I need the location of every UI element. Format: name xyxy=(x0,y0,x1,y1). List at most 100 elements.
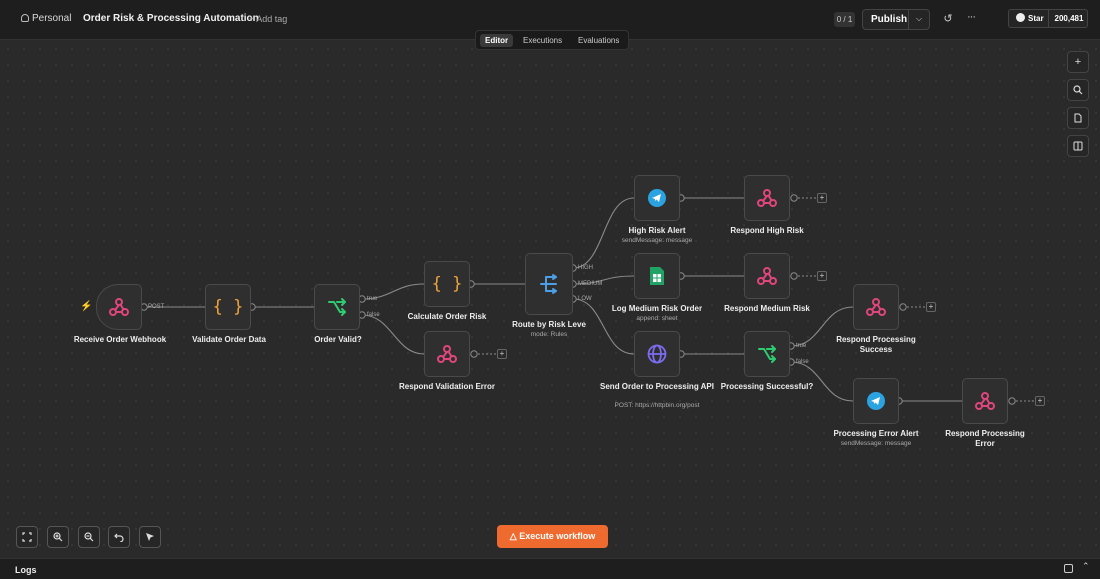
node-label: Processing Error Alert xyxy=(833,429,919,438)
execute-workflow-button[interactable]: △ Execute workflow xyxy=(497,525,608,548)
undo-icon xyxy=(114,533,124,543)
node-respond-medium-risk[interactable] xyxy=(744,253,790,299)
chevron-down-icon[interactable]: ⌵ xyxy=(916,14,923,23)
node-receive-order-webhook[interactable] xyxy=(96,284,142,330)
toggle-panel-button[interactable] xyxy=(1067,135,1089,157)
active-counter-badge: 0 / 1 xyxy=(834,12,855,27)
node-subtitle: append: sheet xyxy=(636,315,678,322)
port-label-false: false xyxy=(367,312,380,318)
node-label: High Risk Alert xyxy=(628,226,686,235)
tab-evaluations[interactable]: Evaluations xyxy=(578,36,620,45)
webhook-icon xyxy=(109,298,129,316)
if-branch-icon xyxy=(758,345,776,363)
node-label: Respond Medium Risk xyxy=(724,304,810,313)
undo-button[interactable] xyxy=(108,526,130,548)
node-send-order-api[interactable] xyxy=(634,331,680,377)
port-label-post: POST xyxy=(148,304,165,310)
chevron-up-icon[interactable]: ⌃ xyxy=(1082,561,1090,571)
cursor-icon xyxy=(146,533,154,541)
webhook-icon xyxy=(975,392,995,410)
node-respond-high-risk[interactable] xyxy=(744,175,790,221)
search-icon xyxy=(1073,85,1083,95)
add-next-node-button[interactable]: + xyxy=(817,271,827,281)
node-label: Calculate Order Risk xyxy=(407,312,487,321)
flask-icon: △ xyxy=(509,531,520,541)
node-label: Respond High Risk xyxy=(730,226,804,235)
add-tag-button[interactable]: + Add tag xyxy=(249,14,288,24)
webhook-icon xyxy=(757,189,777,207)
github-star-count: 200,481 xyxy=(1054,14,1084,23)
if-branch-icon xyxy=(328,298,346,316)
zoom-in-button[interactable] xyxy=(47,526,69,548)
webhook-icon xyxy=(437,345,457,363)
trigger-bolt-icon: ⚡ xyxy=(80,301,93,312)
mode-tabs: Editor Executions Evaluations xyxy=(475,30,629,50)
webhook-icon xyxy=(757,267,777,285)
workflow-title[interactable]: Order Risk & Processing Automation xyxy=(83,13,259,24)
node-calculate-order-risk[interactable]: { } xyxy=(424,261,470,307)
node-label: Route by Risk Leve xyxy=(512,320,586,329)
node-processing-successful[interactable] xyxy=(744,331,790,377)
node-log-medium-risk-order[interactable] xyxy=(634,253,680,299)
node-respond-validation-error[interactable] xyxy=(424,331,470,377)
note-icon xyxy=(1074,113,1082,123)
node-respond-processing-success[interactable] xyxy=(853,284,899,330)
zoom-out-button[interactable] xyxy=(78,526,100,548)
add-next-node-button[interactable]: + xyxy=(926,302,936,312)
node-subtitle: POST: https://httpbin.org/post xyxy=(614,402,700,409)
node-label: Validate Order Data xyxy=(192,335,266,344)
node-label: Receive Order Webhook xyxy=(73,335,167,344)
add-next-node-button[interactable]: + xyxy=(1035,396,1045,406)
node-subtitle: sendMessage: message xyxy=(621,237,693,244)
code-braces-icon: { } xyxy=(431,274,463,294)
fit-view-button[interactable] xyxy=(16,526,38,548)
search-nodes-button[interactable] xyxy=(1067,79,1089,101)
publish-button[interactable]: Publish ⌵ xyxy=(862,9,930,30)
panel-toggle-icon[interactable] xyxy=(1064,564,1073,573)
node-high-risk-alert[interactable] xyxy=(634,175,680,221)
github-icon xyxy=(1016,13,1025,22)
node-subtitle: mode: Rules xyxy=(530,331,568,338)
google-sheets-icon xyxy=(650,267,664,285)
node-route-by-risk[interactable] xyxy=(525,253,573,315)
history-icon[interactable]: ↺ xyxy=(943,13,953,25)
tab-executions[interactable]: Executions xyxy=(523,36,563,45)
node-label: Respond Processing Success xyxy=(836,335,916,354)
breadcrumb-workspace[interactable]: Personal xyxy=(21,13,71,24)
github-star-button[interactable]: Star 200,481 xyxy=(1008,9,1088,28)
fit-view-icon xyxy=(22,532,32,542)
telegram-icon xyxy=(648,189,666,207)
more-options-icon[interactable]: ··· xyxy=(967,11,976,23)
port-label-true: true xyxy=(796,343,807,349)
node-label: Respond Processing Error xyxy=(945,429,1025,448)
sticky-note-button[interactable] xyxy=(1067,107,1089,129)
select-mode-button[interactable] xyxy=(139,526,161,548)
node-label: Processing Successful? xyxy=(720,382,814,391)
node-processing-error-alert[interactable] xyxy=(853,378,899,424)
node-respond-processing-error[interactable] xyxy=(962,378,1008,424)
add-node-button[interactable]: + xyxy=(1067,51,1089,73)
port-label-medium: MEDIUM xyxy=(578,281,603,287)
switch-icon xyxy=(540,274,557,294)
tab-editor[interactable]: Editor xyxy=(480,34,514,47)
node-subtitle: sendMessage: message xyxy=(840,440,912,447)
node-label: Order Valid? xyxy=(314,335,362,344)
node-label: Respond Validation Error xyxy=(398,382,495,391)
node-label: Log Medium Risk Order xyxy=(611,304,703,313)
panel-icon xyxy=(1073,141,1083,151)
logs-label: Logs xyxy=(15,565,37,575)
add-next-node-button[interactable]: + xyxy=(817,193,827,203)
port-label-high: HIGH xyxy=(578,265,593,271)
port-label-true: true xyxy=(367,296,378,302)
code-braces-icon: { } xyxy=(212,297,244,317)
node-validate-order-data[interactable]: { } xyxy=(205,284,251,330)
port-label-low: LOW xyxy=(578,296,592,302)
publish-label: Publish xyxy=(871,14,908,25)
node-label: Send Order to Processing API xyxy=(600,382,714,391)
add-next-node-button[interactable]: + xyxy=(497,349,507,359)
user-icon xyxy=(21,14,29,22)
zoom-in-icon xyxy=(53,532,63,542)
logs-panel-bar[interactable]: Logs ⌃ xyxy=(0,558,1100,579)
node-order-valid[interactable] xyxy=(314,284,360,330)
publish-divider xyxy=(908,10,909,29)
